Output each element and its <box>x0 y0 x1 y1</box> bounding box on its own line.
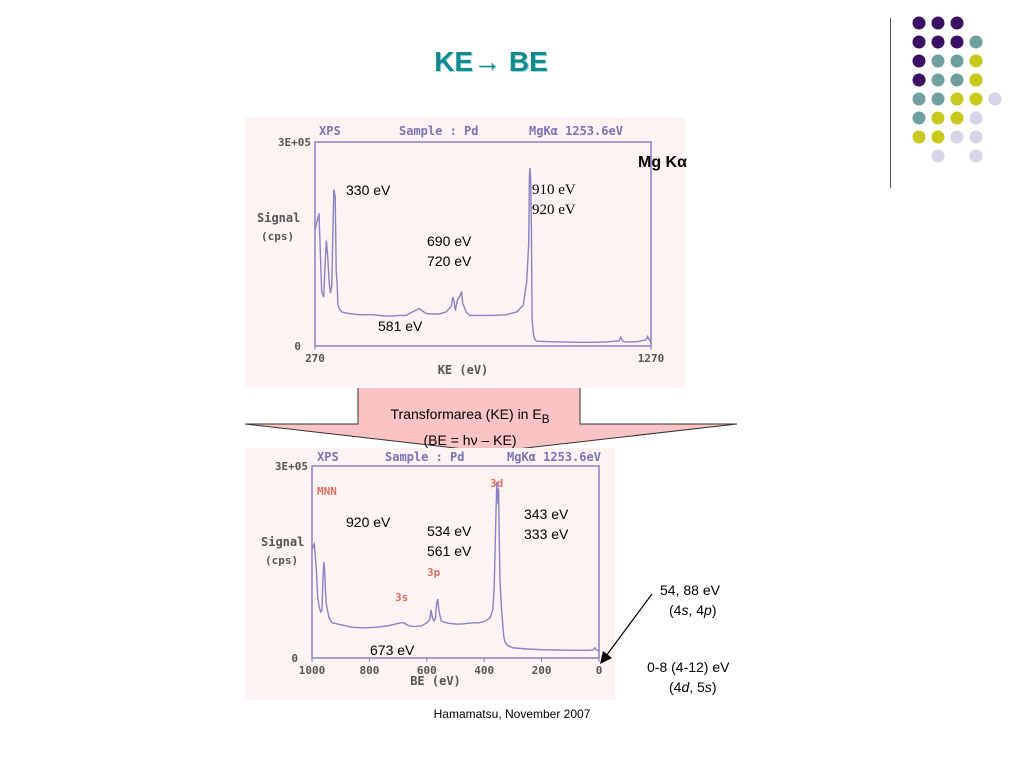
y-axis-label: Signal <box>261 535 304 549</box>
be-spectrum-line <box>311 481 599 651</box>
chart-header-sample: Sample : Pd <box>399 124 478 138</box>
decor-dot <box>912 35 926 49</box>
ke-spectrum-line <box>314 167 652 343</box>
plot-frame <box>314 141 652 347</box>
transform-text: Transformarea (KE) in E <box>390 406 542 422</box>
annotation-4s-4p: (4s, 4p) <box>669 602 717 618</box>
pointer-arrow <box>600 593 653 664</box>
plot-frame <box>311 465 600 659</box>
annotation-673: 673 eV <box>370 642 415 658</box>
x-tick-label: 400 <box>474 664 494 677</box>
decor-dot <box>950 73 964 87</box>
chart-header-sample: Sample : Pd <box>385 450 464 464</box>
decor-dot <box>969 130 983 144</box>
x-tick-label: 200 <box>532 664 552 677</box>
slide-title: KE→ BE <box>434 46 548 77</box>
x-tick-label: 270 <box>305 352 325 365</box>
decor-dot <box>912 54 926 68</box>
decor-dot <box>969 149 983 163</box>
y-axis-unit: (cps) <box>261 230 294 243</box>
decor-dot <box>969 35 983 49</box>
decor-dot <box>912 111 926 125</box>
transform-line-2: (BE = hν – KE) <box>423 431 517 448</box>
y-axis-label: Signal <box>257 211 300 225</box>
annotation-333: 333 eV <box>524 526 569 542</box>
chart-text-layer: XPS Sample : Pd MgKα 1253.6eV Signal (cps) 3E… <box>257 124 664 377</box>
decor-dot <box>950 16 964 30</box>
y-axis-unit: (cps) <box>265 554 298 567</box>
annotation-561: 561 eV <box>427 543 472 559</box>
decor-dot <box>931 111 945 125</box>
y-tick-zero: 0 <box>294 340 301 353</box>
pointer-arrow-head <box>600 651 612 664</box>
decor-dot <box>931 16 945 30</box>
y-tick-max: 3E+05 <box>275 460 308 473</box>
chart-text-layer: XPS Sample : Pd MgKα 1253.6eV Signal (cps) 3E… <box>261 450 602 688</box>
transform-subscript: B <box>541 412 550 426</box>
decor-dot <box>969 111 983 125</box>
annotation-581: 581 eV <box>378 318 423 334</box>
decor-dot <box>912 73 926 87</box>
decor-dot <box>950 130 964 144</box>
x-axis-label: KE (eV) <box>438 363 489 377</box>
peak-label-3s: 3s <box>395 591 408 604</box>
annotation-4d-5s: (4d, 5s) <box>669 679 717 695</box>
peak-label-mnn: MNN <box>317 485 337 498</box>
be-spectrum-chart: XPS Sample : Pd MgKα 1253.6eV Signal (cps) 3E… <box>245 448 615 700</box>
decorative-dots <box>900 10 1024 170</box>
decor-dot <box>912 16 926 30</box>
decor-dot <box>969 54 983 68</box>
annotation-920-be: 920 eV <box>346 514 391 530</box>
x-tick-label: 600 <box>417 664 437 677</box>
y-tick-zero: 0 <box>291 652 298 665</box>
transform-label: Transformarea (KE) in EB (BE = hν – KE) <box>358 404 582 450</box>
decor-dot <box>950 35 964 49</box>
x-axis-label: BE (eV) <box>410 674 461 688</box>
x-tick-label: 1270 <box>638 352 665 365</box>
decor-dot <box>931 92 945 106</box>
annotation-920: 920 eV <box>532 202 576 218</box>
chart-header-xps: XPS <box>319 124 341 138</box>
decor-dot <box>950 92 964 106</box>
decor-dot <box>931 149 945 163</box>
decor-dot <box>912 130 926 144</box>
chart-header-source: MgKα 1253.6eV <box>507 450 601 464</box>
annotation-910: 910 eV <box>532 182 576 198</box>
x-tick-label: 0 <box>596 664 603 677</box>
mg-k-alpha-label: Mg Kα <box>638 154 687 171</box>
decor-dot <box>969 73 983 87</box>
decor-dot <box>950 54 964 68</box>
decor-dot <box>931 73 945 87</box>
decor-dot <box>988 92 1002 106</box>
x-tick-label: 1000 <box>299 664 326 677</box>
decor-dot <box>931 35 945 49</box>
pointer-arrow-line <box>605 593 653 657</box>
annotation-343: 343 eV <box>524 506 569 522</box>
decor-dot <box>931 130 945 144</box>
decor-dot <box>950 111 964 125</box>
vertical-divider <box>890 18 891 188</box>
transform-line-1: Transformarea (KE) in EB <box>358 404 582 430</box>
x-tick-label: 800 <box>359 664 379 677</box>
decor-dots-svg <box>912 16 1002 163</box>
credit-line: Hamamatsu, November 2007 <box>433 707 591 721</box>
chart-background <box>245 118 685 388</box>
annotation-330: 330 eV <box>346 182 391 198</box>
ke-spectrum-chart: XPS Sample : Pd MgKα 1253.6eV Signal (cps) 3E… <box>245 118 685 388</box>
annotation-690: 690 eV <box>427 233 472 249</box>
annotation-534: 534 eV <box>427 523 472 539</box>
chart-header-xps: XPS <box>317 450 339 464</box>
y-tick-max: 3E+05 <box>278 136 311 149</box>
chart-header-source: MgKα 1253.6eV <box>529 124 623 138</box>
annotation-54-88: 54, 88 eV <box>660 582 720 598</box>
decor-dot <box>931 54 945 68</box>
annotation-720: 720 eV <box>427 253 472 269</box>
annotation-0-8: 0-8 (4-12) eV <box>647 659 730 675</box>
decor-dot <box>912 92 926 106</box>
decor-dot <box>969 92 983 106</box>
peak-label-3p: 3p <box>427 566 441 579</box>
